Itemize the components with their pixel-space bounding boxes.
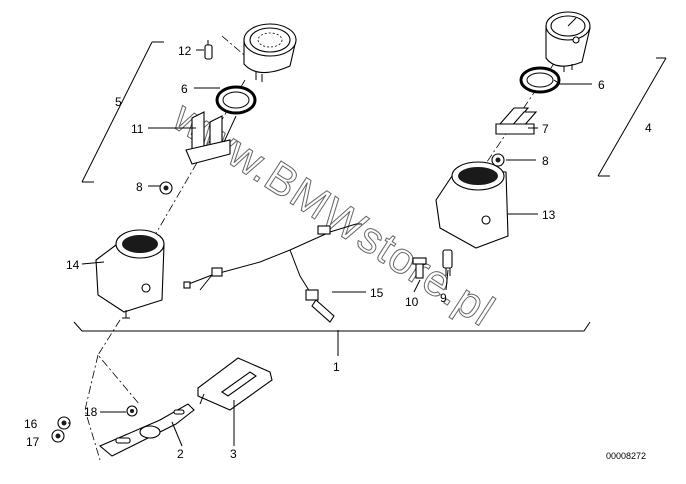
callout-15: 15	[370, 286, 384, 300]
part-left-instrument	[243, 23, 297, 82]
part-8-nut-left	[159, 181, 173, 195]
part-6-ring-left	[215, 85, 257, 115]
callout-4: 4	[645, 121, 652, 135]
part-12-bulb	[204, 40, 213, 60]
part-11-bracket-left	[185, 111, 237, 165]
part-9-bulb-holder	[442, 249, 453, 276]
callout-6-right: 6	[598, 78, 605, 92]
part-14-housing-left	[95, 229, 165, 319]
callout-18: 18	[84, 405, 98, 419]
group-bracket-5	[81, 41, 164, 183]
callout-7: 7	[542, 122, 549, 136]
group-bracket-1	[73, 321, 591, 332]
part-7-bracket-right	[495, 107, 538, 135]
part-right-instrument	[545, 11, 591, 72]
callout-9: 9	[440, 291, 447, 305]
part-3-plate	[197, 357, 273, 411]
callout-12: 12	[178, 44, 192, 58]
callout-14: 14	[66, 258, 80, 272]
callout-13: 13	[542, 208, 556, 222]
diagram-reference-number: 00008272	[606, 451, 646, 461]
part-15-wiring-harness	[183, 223, 362, 323]
part-10-screw	[412, 257, 427, 279]
callout-6-left: 6	[181, 82, 188, 96]
part-18-nut	[126, 405, 138, 417]
group-bracket-4	[597, 57, 667, 177]
part-17-nut	[51, 429, 65, 443]
callout-3: 3	[230, 447, 237, 461]
callout-5: 5	[115, 95, 122, 109]
part-6-ring-right	[519, 66, 561, 94]
callout-1: 1	[333, 360, 340, 374]
callout-2: 2	[177, 447, 184, 461]
callout-8-right: 8	[542, 154, 549, 168]
leader-lines	[68, 49, 592, 447]
callout-16: 16	[24, 417, 38, 431]
callout-17: 17	[26, 435, 40, 449]
callout-labels: 12 5 6 11 8 14 6 4 7 8 13 9 10 15 1 18 1…	[24, 44, 652, 461]
callout-11: 11	[131, 122, 144, 136]
part-13-housing-right	[435, 161, 509, 249]
part-8-nut-right	[491, 153, 505, 167]
part-2-lever	[98, 403, 195, 457]
callout-10: 10	[405, 295, 419, 309]
callout-8-left: 8	[136, 180, 143, 194]
